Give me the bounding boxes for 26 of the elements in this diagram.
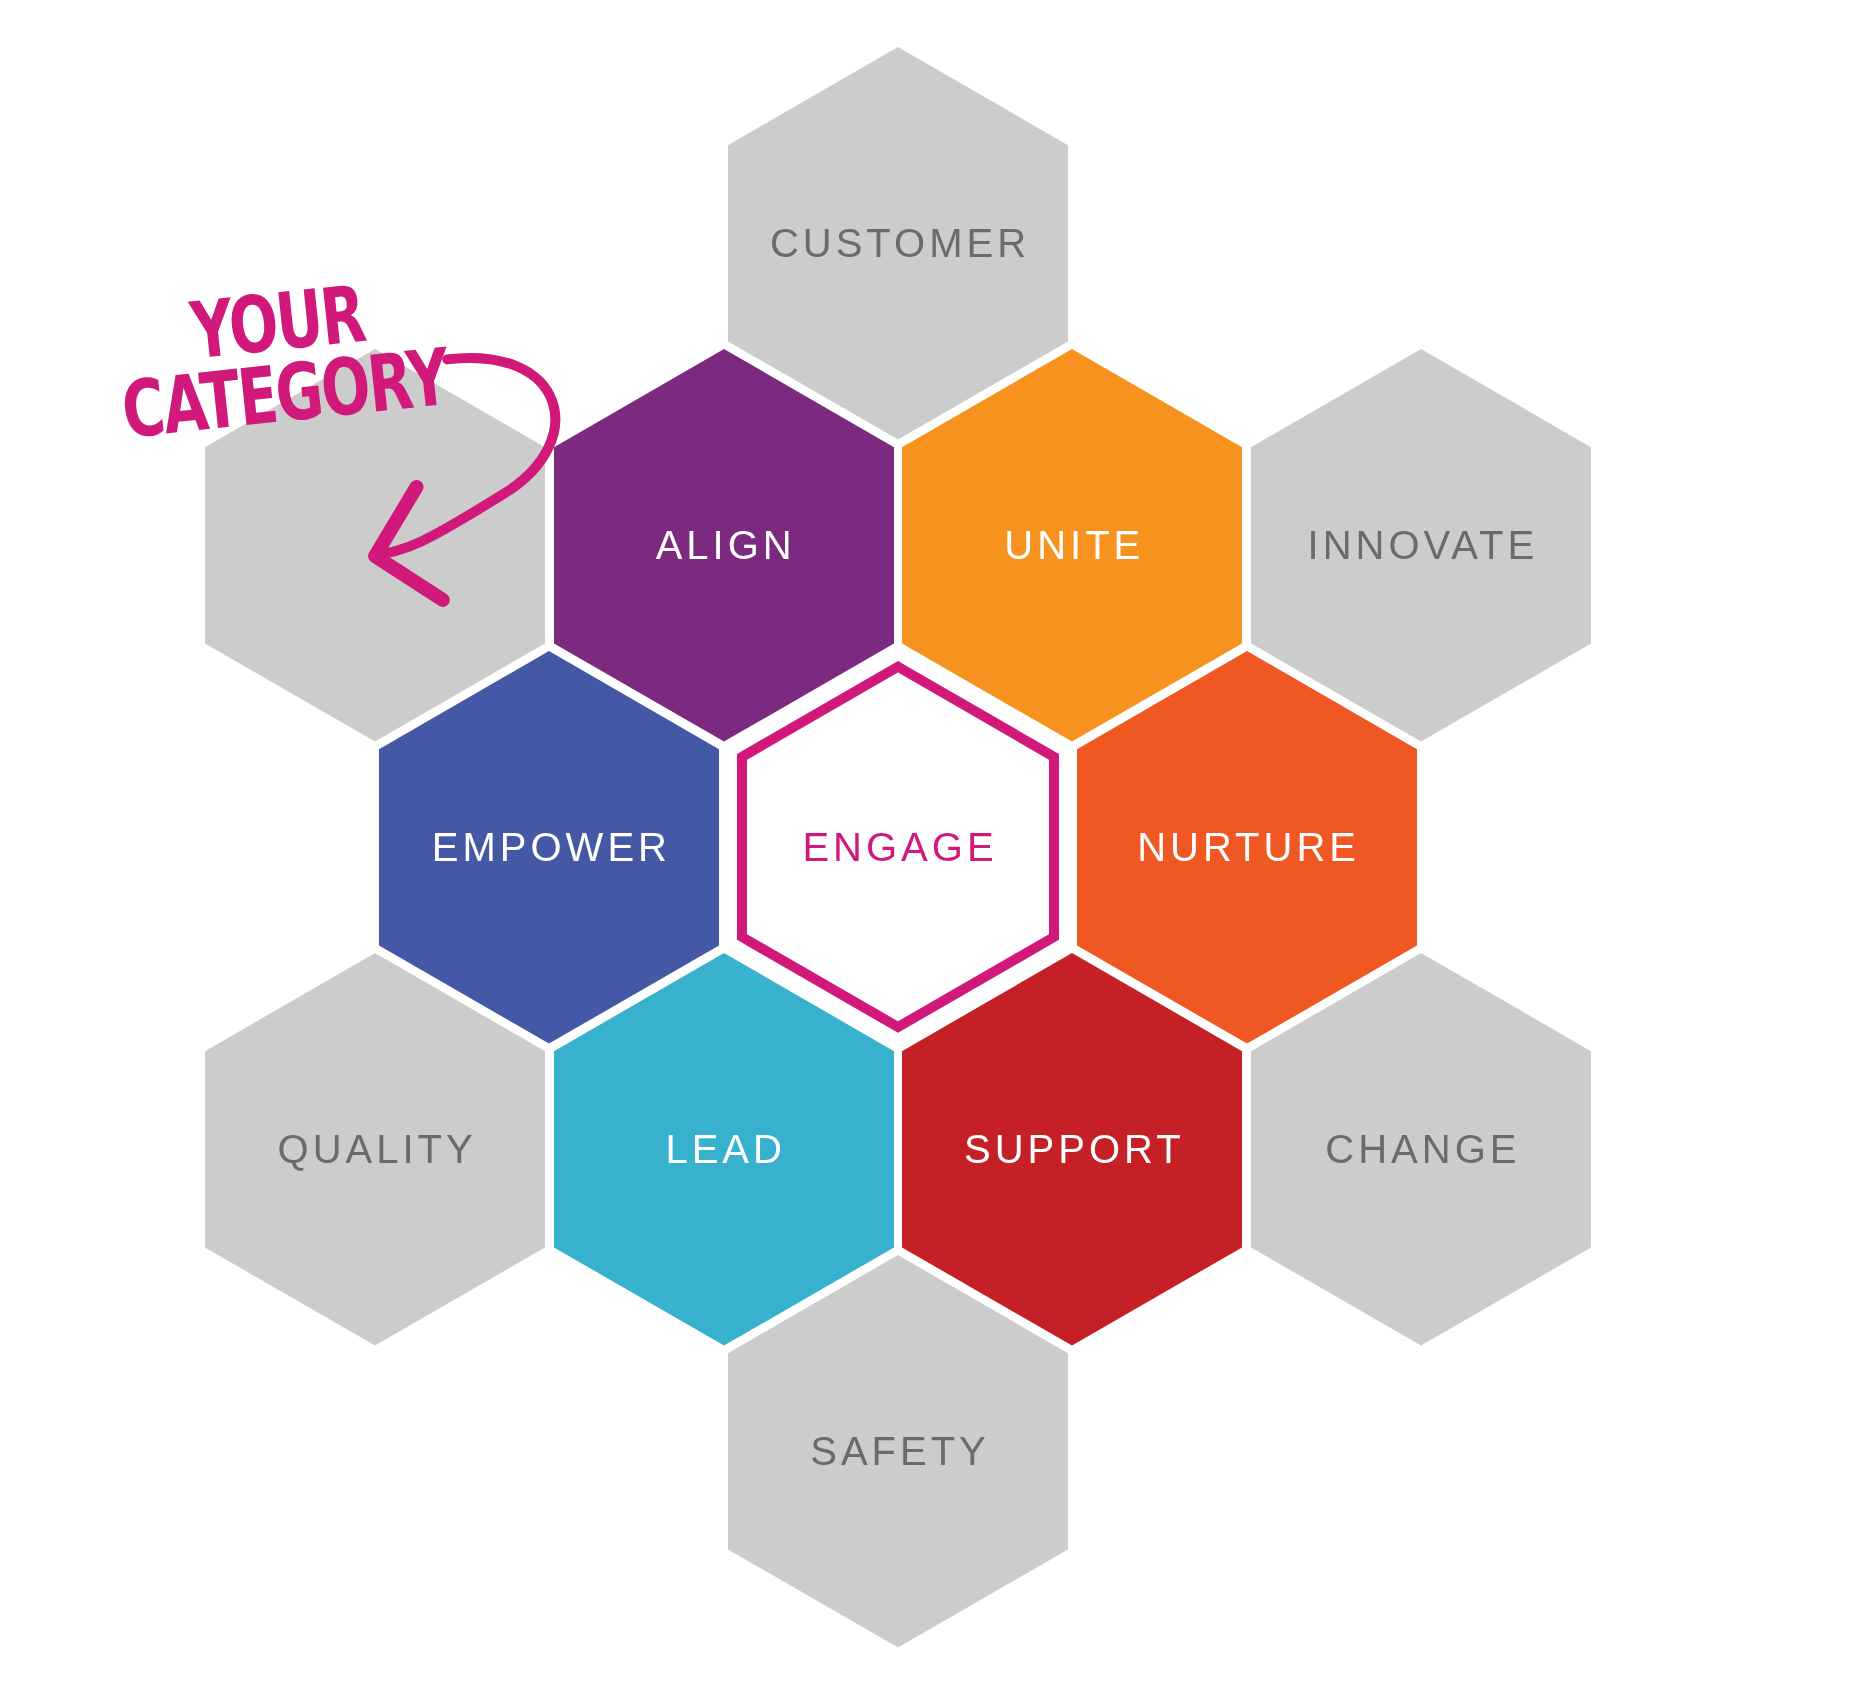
curved-arrow [368, 353, 561, 607]
category-label: SUPPORT [963, 1125, 1185, 1172]
category-label: CUSTOMER [768, 220, 1031, 267]
hexagon [728, 1254, 1068, 1648]
category-label: LEAD [664, 1125, 786, 1172]
hexagon [1076, 650, 1417, 1044]
category-label: SAFETY [809, 1427, 990, 1474]
hexagon [205, 952, 546, 1346]
category-label: NURTURE [1136, 824, 1360, 870]
category-label: ENGAGE [801, 824, 998, 870]
category-label: ALIGN [654, 522, 796, 569]
outlined-hexagon [737, 661, 1059, 1033]
handwritten-note: YOUR CATEGORY [111, 270, 452, 449]
hexagon [902, 952, 1243, 1346]
hexagon [902, 348, 1243, 742]
hexagon [1250, 952, 1591, 1346]
hexagon [379, 650, 720, 1044]
category-label: QUALITY [276, 1125, 477, 1172]
category-label: UNITE [1003, 522, 1145, 569]
hexagon [1250, 348, 1591, 742]
hexagon [728, 46, 1068, 440]
hexagon [553, 952, 894, 1346]
hexagon [553, 348, 894, 742]
category-label: CHANGE [1324, 1125, 1521, 1172]
category-label: INNOVATE [1306, 522, 1539, 569]
category-label: EMPOWER [430, 824, 671, 870]
